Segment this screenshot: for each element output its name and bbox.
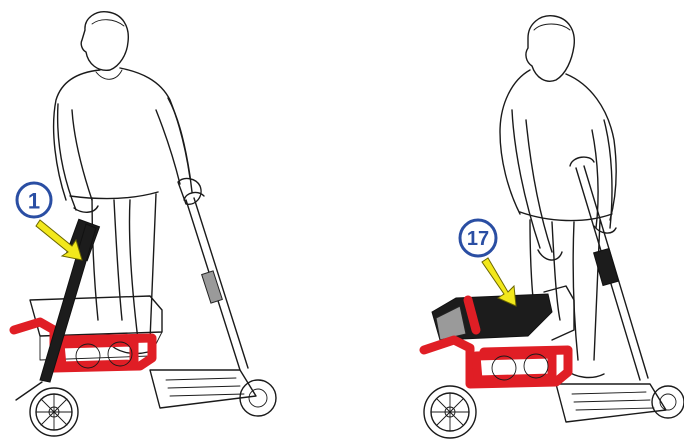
left-scooter — [14, 193, 276, 436]
callout-1: 1 — [17, 183, 51, 217]
callout-17-label: 17 — [467, 228, 489, 250]
callout-1-label: 1 — [28, 189, 40, 214]
callout-17: 17 — [460, 220, 496, 256]
right-step-figure: 17 — [424, 16, 684, 438]
left-person — [54, 12, 201, 354]
left-step-figure: 1 — [14, 12, 276, 436]
right-scooter — [424, 157, 684, 438]
